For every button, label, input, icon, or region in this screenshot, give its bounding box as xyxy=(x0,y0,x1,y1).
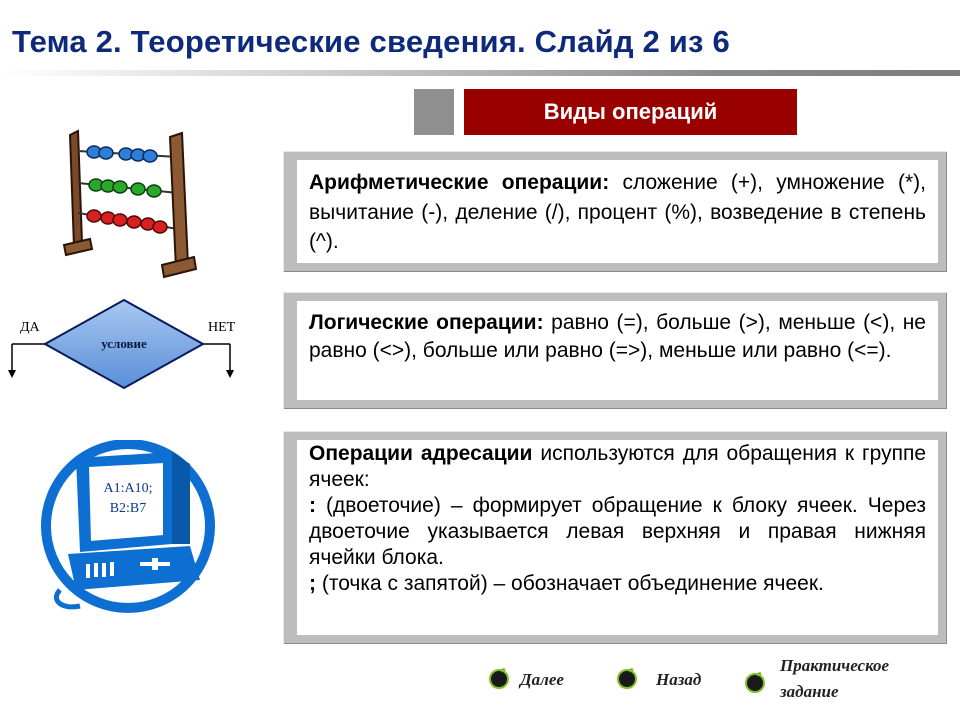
semicolon-symbol: ; xyxy=(309,572,316,595)
panel-inner xyxy=(297,440,938,635)
colon-description: (двоеточие) – формирует обращение к блок… xyxy=(309,494,926,569)
nav-practice-label-line1: Практическое xyxy=(780,656,890,675)
nav-next-button[interactable]: Далее xyxy=(488,668,598,698)
nav-back-button[interactable]: Назад xyxy=(616,668,726,698)
panel-inner xyxy=(297,160,938,263)
slide-title: Тема 2. Теоретические сведения. Слайд 2 … xyxy=(12,24,730,59)
nav-back-label: Назад xyxy=(656,670,702,689)
logical-panel: Логические операции: равно (=), больше (… xyxy=(283,292,947,409)
arithmetic-text: Арифметические операции: сложение (+), у… xyxy=(309,168,926,257)
semicolon-description: (точка с запятой) – обозначает объединен… xyxy=(316,572,824,595)
section-header-label: Виды операций xyxy=(543,99,718,124)
nav-practice-icon xyxy=(745,672,765,693)
nav-next-label: Далее xyxy=(520,670,564,689)
computer-screen-line2: B2:B7 xyxy=(110,501,147,516)
flowchart-condition-diagram: ДА НЕТ условие xyxy=(8,298,236,390)
nav-practice-button[interactable]: Практическое задание xyxy=(744,654,924,710)
abacus-icon xyxy=(62,129,198,279)
computer-screen-line1: A1:A10; xyxy=(104,481,153,496)
logical-description: равно (=), больше (>), меньше (<), не ра… xyxy=(309,311,926,362)
address-description: используются для обращения к группе ячее… xyxy=(309,442,927,491)
arithmetic-panel: Арифметические операции: сложение (+), у… xyxy=(283,151,947,272)
arithmetic-term: Арифметические операции: xyxy=(309,171,610,194)
address-text: Операции адресации используются для обра… xyxy=(309,441,926,597)
nav-practice-label-line2: задание xyxy=(780,682,839,701)
flowchart-no-label: НЕТ xyxy=(208,320,236,335)
nav-next-icon xyxy=(489,668,509,689)
logical-text: Логические операции: равно (=), больше (… xyxy=(309,309,926,365)
address-term: Операции адресации xyxy=(309,442,533,465)
logical-term: Логические операции: xyxy=(309,311,544,334)
flowchart-yes-label: ДА xyxy=(20,320,41,335)
panel-inner xyxy=(297,301,938,400)
flowchart-condition-label: условие xyxy=(101,336,147,351)
computer-icon: A1:A10; B2:B7 xyxy=(41,440,215,613)
title-underline xyxy=(0,70,960,76)
colon-symbol: : xyxy=(309,494,316,517)
address-panel: Операции адресации используются для обра… xyxy=(283,431,947,644)
nav-back-icon xyxy=(617,668,637,689)
header-accent-square xyxy=(414,89,454,135)
arithmetic-description: сложение (+), умножение (*), вычитание (… xyxy=(309,171,926,253)
section-header: Виды операций xyxy=(464,89,797,135)
